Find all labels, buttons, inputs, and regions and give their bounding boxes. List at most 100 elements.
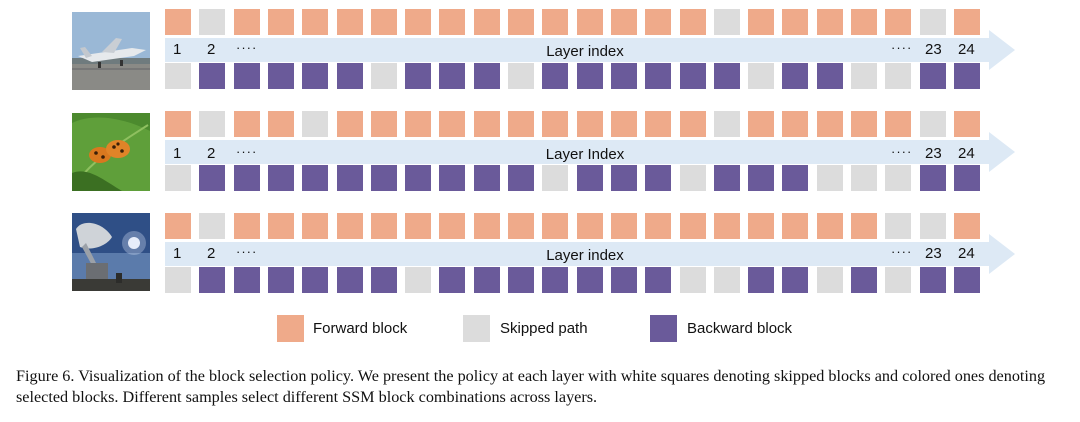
skipped-block bbox=[302, 111, 328, 137]
backward-block bbox=[405, 63, 431, 89]
skipped-block bbox=[885, 165, 911, 191]
axis-title: Layer index bbox=[546, 247, 624, 264]
forward-block bbox=[954, 111, 980, 137]
skipped-block bbox=[371, 63, 397, 89]
forward-block bbox=[611, 213, 637, 239]
backward-block bbox=[920, 267, 946, 293]
legend-label-forward: Forward block bbox=[313, 320, 408, 337]
backward-block bbox=[577, 165, 603, 191]
skipped-block bbox=[920, 9, 946, 35]
skipped-block bbox=[165, 63, 191, 89]
layer-axis-arrow bbox=[165, 132, 1015, 172]
forward-block bbox=[165, 111, 191, 137]
forward-block bbox=[508, 213, 534, 239]
forward-block bbox=[817, 9, 843, 35]
backward-block bbox=[577, 63, 603, 89]
forward-block bbox=[337, 111, 363, 137]
forward-block bbox=[337, 213, 363, 239]
legend-label-backward: Backward block bbox=[687, 320, 793, 337]
skipped-block bbox=[199, 111, 225, 137]
layer-label-second-last: 23 bbox=[925, 145, 942, 162]
backward-block bbox=[302, 267, 328, 293]
forward-block bbox=[851, 111, 877, 137]
layer-label-last: 24 bbox=[958, 245, 975, 262]
backward-block bbox=[748, 165, 774, 191]
skipped-block bbox=[405, 267, 431, 293]
policy-panel-ladybug: 1 2 ···· Layer Index ···· 23 24 bbox=[0, 102, 1080, 222]
skipped-block bbox=[199, 9, 225, 35]
legend-swatch-backward bbox=[650, 315, 677, 342]
backward-block bbox=[302, 63, 328, 89]
forward-block bbox=[234, 9, 260, 35]
backward-block bbox=[645, 267, 671, 293]
skipped-block bbox=[817, 165, 843, 191]
backward-block bbox=[817, 63, 843, 89]
forward-block bbox=[748, 111, 774, 137]
skipped-block bbox=[885, 63, 911, 89]
legend-swatch-skipped bbox=[463, 315, 490, 342]
layer-label-second: 2 bbox=[207, 145, 216, 162]
backward-block bbox=[439, 267, 465, 293]
skipped-block bbox=[714, 9, 740, 35]
layer-axis-arrow bbox=[165, 30, 1015, 70]
backward-block bbox=[542, 267, 568, 293]
forward-block bbox=[439, 111, 465, 137]
forward-block bbox=[645, 9, 671, 35]
backward-block bbox=[474, 165, 500, 191]
layer-label-second-last: 23 bbox=[925, 41, 942, 58]
forward-block bbox=[748, 9, 774, 35]
skipped-block bbox=[714, 267, 740, 293]
backward-block bbox=[748, 267, 774, 293]
forward-block bbox=[782, 9, 808, 35]
forward-block bbox=[234, 111, 260, 137]
forward-block bbox=[508, 9, 534, 35]
backward-block bbox=[337, 165, 363, 191]
backward-block bbox=[405, 165, 431, 191]
forward-block bbox=[954, 213, 980, 239]
forward-block bbox=[611, 111, 637, 137]
layer-label-last: 24 bbox=[958, 145, 975, 162]
backward-block bbox=[439, 165, 465, 191]
backward-block bbox=[645, 165, 671, 191]
skipped-block bbox=[199, 213, 225, 239]
skipped-block bbox=[680, 165, 706, 191]
backward-block bbox=[851, 267, 877, 293]
backward-block bbox=[234, 165, 260, 191]
skipped-block bbox=[165, 165, 191, 191]
backward-block bbox=[439, 63, 465, 89]
backward-block bbox=[474, 63, 500, 89]
backward-block bbox=[268, 63, 294, 89]
forward-block bbox=[714, 213, 740, 239]
backward-block bbox=[199, 165, 225, 191]
axis-title: Layer Index bbox=[545, 146, 625, 163]
backward-block bbox=[371, 165, 397, 191]
forward-block bbox=[885, 111, 911, 137]
forward-block bbox=[851, 213, 877, 239]
forward-block bbox=[680, 111, 706, 137]
backward-block bbox=[508, 267, 534, 293]
skipped-block bbox=[165, 267, 191, 293]
forward-block bbox=[474, 111, 500, 137]
forward-block bbox=[302, 213, 328, 239]
backward-block bbox=[714, 165, 740, 191]
forward-block bbox=[954, 9, 980, 35]
backward-block bbox=[268, 165, 294, 191]
layer-label-second: 2 bbox=[207, 245, 216, 262]
skipped-block bbox=[885, 267, 911, 293]
forward-block bbox=[234, 213, 260, 239]
forward-block bbox=[337, 9, 363, 35]
skipped-block bbox=[680, 267, 706, 293]
forward-block bbox=[371, 111, 397, 137]
backward-block bbox=[199, 63, 225, 89]
backward-block bbox=[920, 165, 946, 191]
forward-block bbox=[165, 9, 191, 35]
forward-block bbox=[851, 9, 877, 35]
backward-block bbox=[542, 63, 568, 89]
forward-block bbox=[405, 9, 431, 35]
backward-block bbox=[920, 63, 946, 89]
ellipsis-right: ···· bbox=[891, 40, 913, 55]
layer-label-second: 2 bbox=[207, 41, 216, 58]
policy-panel-airplane: 1 2 ···· Layer index ···· 23 24 bbox=[0, 0, 1080, 120]
axis-title: Layer index bbox=[546, 43, 624, 60]
layer-label-second-last: 23 bbox=[925, 245, 942, 262]
